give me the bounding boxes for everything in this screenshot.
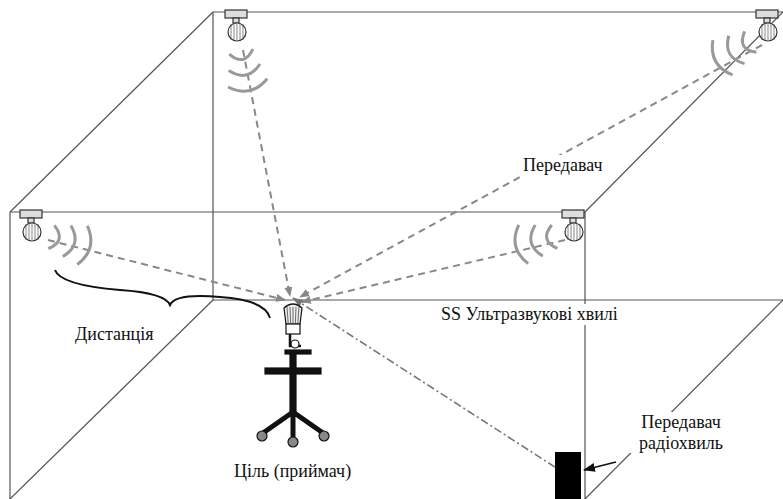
ultrasonic-wave (742, 31, 756, 52)
grille (574, 224, 575, 240)
ultrasonic-wave (228, 79, 267, 91)
ultrasonic-wave (77, 226, 91, 265)
ultrasonic-wave (712, 40, 732, 75)
grille (580, 224, 581, 240)
ultrasonic-transmitter (565, 223, 583, 241)
ultrasonic-wave (547, 225, 558, 248)
grille (768, 24, 769, 40)
ultrasonic-wave (515, 225, 528, 264)
mount (562, 210, 584, 218)
grille (240, 24, 241, 40)
mount (20, 210, 42, 218)
node-label: Передавач радіохвиль (621, 412, 741, 453)
ultrasonic-wave (229, 64, 260, 75)
mount (756, 10, 778, 18)
grille (762, 24, 763, 40)
node-label: Ціль (приймач) (234, 461, 351, 482)
grille (577, 224, 578, 240)
ultrasonic-transmitter (759, 23, 777, 41)
mount (225, 10, 247, 18)
grille (765, 24, 766, 40)
ultrasonic-wave (48, 225, 59, 248)
grille (771, 24, 772, 40)
ultrasonic-wave (531, 225, 543, 256)
grille (35, 224, 36, 240)
grille (29, 224, 30, 240)
grille (32, 224, 33, 240)
ultrasonic-wave (229, 49, 252, 59)
grille (237, 24, 238, 40)
grille (774, 24, 775, 40)
grille (231, 24, 232, 40)
mount (570, 218, 576, 223)
ultrasonic-wave (63, 226, 75, 257)
receiver-drawing (231, 298, 355, 484)
distance-label: Дистанція (72, 324, 157, 345)
grille (568, 224, 569, 240)
grille (243, 24, 244, 40)
mount (28, 218, 34, 223)
ultrasonic-transmitter (23, 223, 41, 241)
radio-transmitter: Передавач радіохвиль (555, 452, 581, 499)
grille (571, 224, 572, 240)
mount (233, 18, 239, 23)
mount (764, 18, 770, 23)
receiver-target: Ціль (приймач) (231, 298, 355, 484)
grille (26, 224, 27, 240)
grille (38, 224, 39, 240)
ultrasonic-transmitter (228, 23, 246, 41)
grille (234, 24, 235, 40)
waves-label: SS Ультразвукові хвилі (438, 304, 621, 325)
ultrasonic-wave (727, 36, 744, 64)
transmitter-label: Передавач (520, 155, 605, 176)
